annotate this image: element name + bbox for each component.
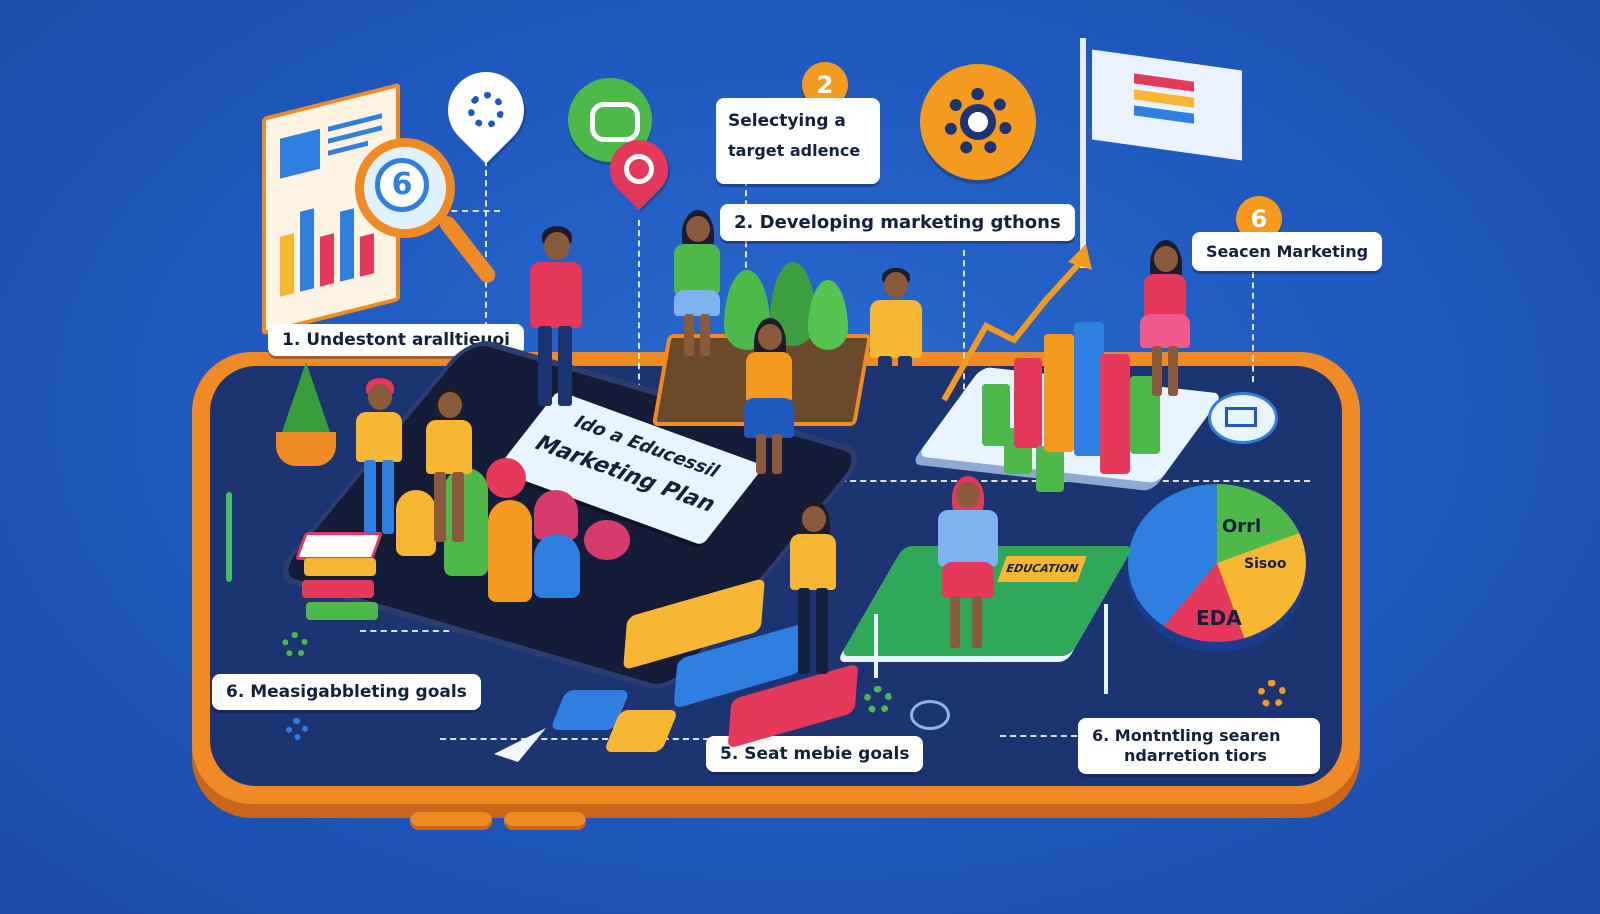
pie-slice-label: EDA [1196, 606, 1242, 630]
step-label-understanding: 1. Undestont aralltieuoi [268, 324, 524, 356]
connector-line [360, 630, 470, 632]
flag-icon [1080, 38, 1280, 268]
bar-chart-bar [1036, 446, 1064, 492]
pie-chart-icon [1128, 484, 1306, 642]
person-figure [1136, 240, 1196, 400]
chart-cylinder [486, 458, 526, 498]
phone-side-button [226, 492, 232, 582]
chart-cylinder [396, 490, 436, 556]
small-gear-icon [282, 632, 308, 658]
step-label-measurable-goals: 6. Measigabbleting goals [212, 674, 481, 710]
person-figure [784, 500, 844, 680]
step-label-monitoring-line2: ndarretion tiors [1124, 746, 1267, 765]
step-label-monitoring: 6. Montntling searen ndarretion tiors [1078, 718, 1320, 774]
chart-cylinder [534, 490, 578, 540]
small-gear-icon [286, 718, 308, 740]
bar-chart-bar [1014, 358, 1042, 448]
person-figure [740, 318, 800, 478]
chart-cylinder [584, 520, 630, 560]
connector-line [430, 210, 500, 212]
info-table-leg [1104, 604, 1108, 694]
person-figure [864, 268, 928, 440]
paper-plane-icon [494, 728, 546, 762]
step-label-target-audience-sub: target adlence [728, 141, 861, 160]
magnifier-number: 6 [375, 158, 429, 212]
info-table-card: EDUCATION [997, 556, 1087, 582]
magnifier-icon: 6 [355, 138, 499, 308]
info-table-leg [874, 614, 878, 678]
bar-chart-bar [1044, 334, 1074, 452]
chart-cylinder [488, 500, 532, 602]
person-figure [350, 378, 410, 538]
person-figure [668, 210, 728, 360]
target-icon [910, 700, 950, 730]
settings-gear-icon[interactable] [920, 64, 1036, 180]
connector-line [1252, 272, 1254, 382]
leaf-icon [808, 280, 848, 350]
phone-bottom-button-right [504, 812, 586, 830]
person-figure [518, 226, 598, 412]
bar-chart-bar [1074, 322, 1104, 456]
small-gear-icon [1258, 680, 1286, 708]
connector-line [830, 480, 1310, 482]
plant-icon [274, 362, 338, 470]
step-label-developing: 2. Developing marketing gthons [720, 204, 1075, 241]
step-label-monitoring-line1: 6. Montntling searen [1092, 726, 1281, 745]
trend-arrow-icon [941, 244, 1092, 402]
connector-line [963, 250, 965, 410]
pie-slice-label: Orrl [1222, 516, 1262, 537]
pie-slice-label: Sisoo [1244, 556, 1287, 572]
envelope-icon[interactable] [1208, 392, 1278, 444]
phone-bottom-button-left [410, 812, 492, 830]
small-gear-icon [864, 686, 892, 714]
connector-line [638, 220, 640, 400]
chart-cylinder [444, 468, 488, 576]
bar-chart-bar [1100, 354, 1130, 474]
step-label-search-marketing: Seacen Marketing [1192, 232, 1383, 271]
step-label-target-audience-title: Selectying a [728, 111, 846, 131]
person-figure [420, 386, 480, 546]
person-figure [928, 476, 1008, 652]
chart-cylinder [534, 534, 580, 598]
step-label-target-audience: Selectying a target adlence [716, 98, 880, 184]
books-icon [294, 532, 384, 632]
